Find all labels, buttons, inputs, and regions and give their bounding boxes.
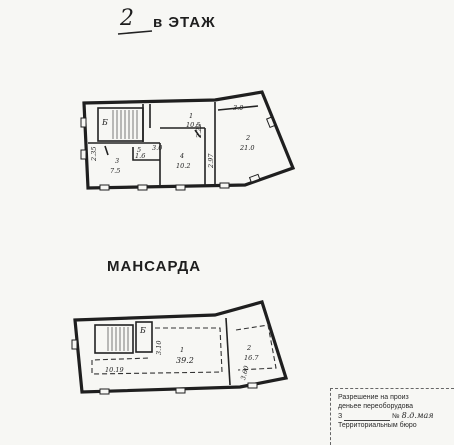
floor2-dim-1: 3.0: [233, 104, 243, 112]
floor2-room-1-number: 1: [189, 112, 193, 120]
floor2-door-swings: [104, 129, 201, 156]
mansard-slope-lines: [91, 324, 277, 375]
mansard-dim-2: 3.60: [239, 365, 250, 381]
mansard-outer-wall: [73, 300, 289, 394]
plan-mansard: Б 1 39.2 2 16.7 10.19 3.60 3.10: [71, 300, 289, 395]
floor2-room-3-number: 3: [115, 157, 119, 165]
mansard-room-1-number: 1: [180, 346, 184, 354]
mansard-stair-cell: [94, 324, 134, 354]
mansard-room-B-cell: [135, 321, 153, 353]
floor2-interior-walls: [88, 102, 259, 186]
floor2-room-2-area: 21.0: [239, 144, 254, 152]
floor2-outer-wall: [82, 90, 296, 190]
mansard-dim-3: 3.10: [155, 341, 163, 355]
stamp-line-3-prefix: З: [338, 413, 343, 420]
floor2-room-4-number: 4: [179, 152, 184, 160]
mansard-room-B-number: Б: [139, 326, 146, 335]
floor2-room-3-area: 7.5: [110, 167, 120, 175]
floor2-room-B-number: Б: [101, 118, 108, 127]
mansard-title: МАНСАРДА: [107, 258, 202, 275]
title-underline: [117, 30, 153, 35]
floor2-room-1-area: 10.5: [186, 121, 200, 129]
stamp-line-3-number-sign: №: [392, 413, 400, 420]
floor-title: в ЭТАЖ: [153, 14, 216, 31]
mansard-room-2-area: 16.7: [244, 354, 259, 362]
floor2-stair-treads: [112, 110, 138, 139]
floor-number-handwritten: 2: [120, 6, 134, 31]
floor2-dim-2: 2.22: [195, 124, 203, 139]
mansard-dim-1: 10.19: [105, 366, 124, 374]
stamp-handwritten-entry: 8.д.мая: [401, 411, 434, 420]
mansard-interior-wall: [225, 317, 231, 386]
stamp-line-2: деньее переоборудова: [338, 403, 414, 410]
stamp-line-4: Территориальным бюро: [338, 422, 417, 429]
floor2-dim-3: 2.97: [207, 153, 215, 169]
floor2-room-5-area: 1.6: [135, 152, 145, 160]
mansard-stair-treads: [107, 327, 129, 351]
floor2-room-2-number: 2: [245, 134, 250, 142]
floor2-dim-5: 3.0: [152, 144, 162, 152]
plan-floor-2: Б 1 10.5 2 21.0 3 7.5 4 10.2 5 1.6 3.0 2…: [80, 90, 296, 191]
floor2-windows: [80, 116, 276, 191]
stamp-line-3: З № 8.д.мая: [338, 411, 451, 421]
mansard-room-1-area: 39.2: [176, 356, 194, 365]
floor2-room-4-area: 10.2: [176, 162, 190, 170]
floor2-room-5-number: 5: [137, 146, 141, 154]
approval-stamp: Разрешение на произ деньее переоборудова…: [330, 388, 454, 445]
mansard-windows: [71, 339, 258, 395]
floor2-dim-4: 2.35: [90, 147, 98, 162]
stamp-line-1: Разрешение на произ: [338, 394, 409, 401]
mansard-room-2-number: 2: [246, 344, 251, 352]
stamp-blank-line: [344, 413, 391, 421]
